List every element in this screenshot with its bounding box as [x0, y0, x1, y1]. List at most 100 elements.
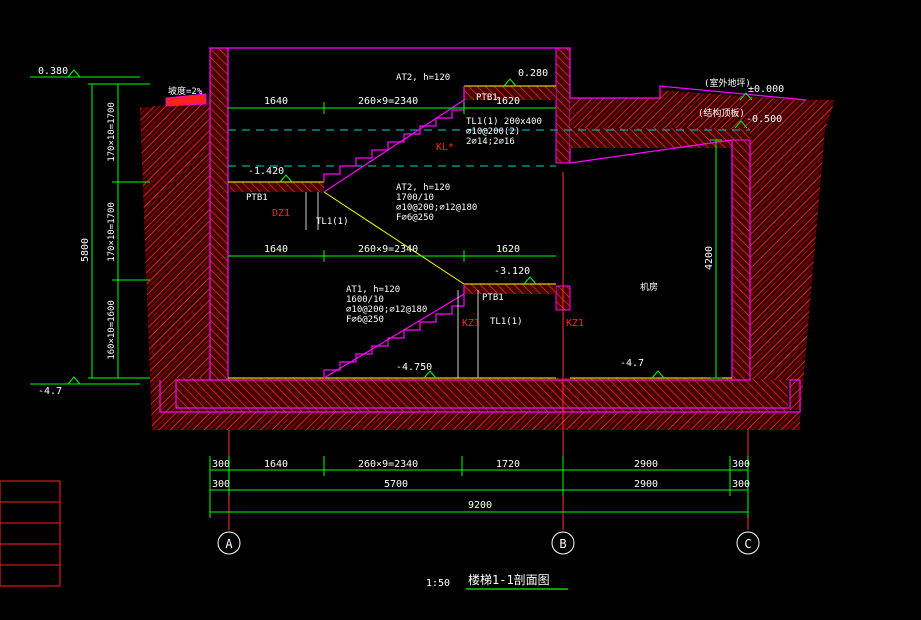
bdim-r2-3: 300	[732, 479, 750, 490]
stair-soffit-lower	[323, 293, 465, 379]
flight-dimensions	[228, 102, 556, 262]
level-marker-ext-sub	[734, 120, 748, 129]
roof-slab-right	[570, 90, 835, 420]
dim-mid-run: 260×9=2340	[358, 244, 418, 255]
axis-a-label: A	[225, 537, 233, 551]
stair-note-upper-1: TL1(1) 200x400	[466, 117, 542, 127]
label-kz-lower: KZ1	[462, 318, 480, 329]
level-lower-landing: -3.120	[494, 266, 530, 277]
slope-note: 坡度=2%	[168, 85, 203, 97]
bottom-slab	[152, 382, 800, 430]
vertical-dimensions	[30, 76, 722, 385]
axis-b-bubble	[551, 531, 575, 555]
dim-mid-right: 1620	[496, 244, 520, 255]
stair-note-middle-1: 1700/10	[396, 193, 434, 203]
label-dz: DZ1	[272, 208, 290, 219]
tl-mid: TL1(1)	[316, 217, 349, 227]
axis-a-bubble	[217, 531, 241, 555]
stair-note-lower-2: ⌀10@200;⌀12@180	[346, 305, 427, 315]
level-marker-mid	[279, 174, 293, 183]
right-room-outline	[569, 139, 733, 380]
floor-outline	[176, 140, 751, 381]
stair-note-upper-0: AT2, h=120	[396, 73, 450, 83]
ptb-lower: PTB1	[482, 293, 504, 303]
stair-note-lower-1: 1600/10	[346, 295, 384, 305]
bdim-r2-0: 300	[212, 479, 230, 490]
level-marker-landing-top	[503, 78, 517, 87]
note-structure-slab: (结构顶板)	[698, 107, 745, 119]
right-roof-slab	[570, 128, 750, 148]
note-exterior-ground: (室外地坪)	[704, 77, 751, 89]
level-left-bottom: -4.7	[38, 386, 62, 397]
vdim-total: 5800	[80, 238, 91, 262]
bdim-r1-5: 300	[732, 459, 750, 470]
legend-frame	[0, 480, 61, 587]
axis-b-label: B	[559, 537, 566, 551]
level-markers	[67, 69, 753, 385]
stair-note-lower-3: F⌀6@250	[346, 315, 384, 325]
tl-lower: TL1(1)	[490, 317, 523, 327]
level-ext-zero: ±0.000	[748, 84, 784, 95]
stair-soffit-upper	[323, 99, 465, 193]
stair-note-upper-2: ⌀10@200(2)	[466, 127, 520, 137]
landing-beam-mid	[230, 182, 324, 192]
dim-upper-left: 1640	[264, 96, 288, 107]
bdim-r1-3: 1720	[496, 459, 520, 470]
stair-note-middle-3: F⌀6@250	[396, 213, 434, 223]
level-mid-landing: -1.420	[248, 166, 284, 177]
level-marker-floor-left	[423, 370, 437, 379]
stair-note-lower-0: AT1, h=120	[346, 285, 400, 295]
grid-lines	[228, 172, 749, 530]
room-label: 机房	[640, 281, 658, 293]
ptb-mid: PTB1	[246, 193, 268, 203]
level-left-top: 0.380	[38, 66, 68, 77]
level-marker-left-top	[67, 69, 81, 78]
stair-flight-lower	[323, 284, 465, 378]
axis-c-bubble	[736, 531, 760, 555]
bdim-total: 9200	[468, 500, 492, 511]
vdim-seg1: 170×10=1700	[107, 102, 117, 162]
stair-note-middle-2: ⌀10@200;⌀12@180	[396, 203, 477, 213]
hatched-walls	[140, 47, 835, 430]
label-kz-right: KZ1	[566, 318, 584, 329]
level-marker-floor-right	[651, 370, 665, 379]
level-floor-right: -4.7	[620, 358, 644, 369]
landing-beam-lower	[464, 284, 556, 294]
dim-upper-right: 1620	[496, 96, 520, 107]
mid-wall-top	[555, 47, 571, 164]
slope-marker	[165, 93, 207, 107]
level-ext-sub: -0.500	[746, 114, 782, 125]
ptb-upper: PTB1	[476, 93, 498, 103]
bdim-r1-1: 1640	[264, 459, 288, 470]
bdim-r1-0: 300	[212, 459, 230, 470]
dim-upper-run: 260×9=2340	[358, 96, 418, 107]
floor-lines	[228, 85, 732, 379]
floor-slab	[176, 378, 788, 412]
bdim-r1-4: 2900	[634, 459, 658, 470]
label-kl: KL*	[436, 142, 454, 153]
landing-beam-upper	[464, 86, 556, 100]
left-earth	[140, 100, 212, 430]
outlines	[159, 47, 807, 413]
stair-flight-upper	[323, 86, 465, 182]
bottom-dimensions	[209, 456, 749, 518]
right-wall	[731, 139, 751, 381]
bdim-r2-1: 5700	[384, 479, 408, 490]
vdim-seg2: 170×10=1700	[107, 202, 117, 262]
drawing-title: 楼梯1-1剖面图	[468, 572, 550, 587]
dashed-lines	[228, 129, 750, 167]
guard-line	[323, 191, 465, 285]
dim-mid-left: 1640	[264, 244, 288, 255]
exterior-outline	[159, 379, 801, 413]
bdim-r2-2: 2900	[634, 479, 658, 490]
level-floor-left: -4.750	[396, 362, 432, 373]
right-height: 4200	[704, 246, 715, 270]
level-landing-top: 0.280	[518, 68, 548, 79]
bdim-r1-2: 260×9=2340	[358, 459, 418, 470]
axis-c-label: C	[744, 537, 751, 551]
level-marker-ext-zero	[739, 92, 753, 101]
axis-bubbles	[217, 531, 760, 555]
left-wall	[209, 47, 229, 381]
level-marker-left-bottom	[67, 376, 81, 385]
